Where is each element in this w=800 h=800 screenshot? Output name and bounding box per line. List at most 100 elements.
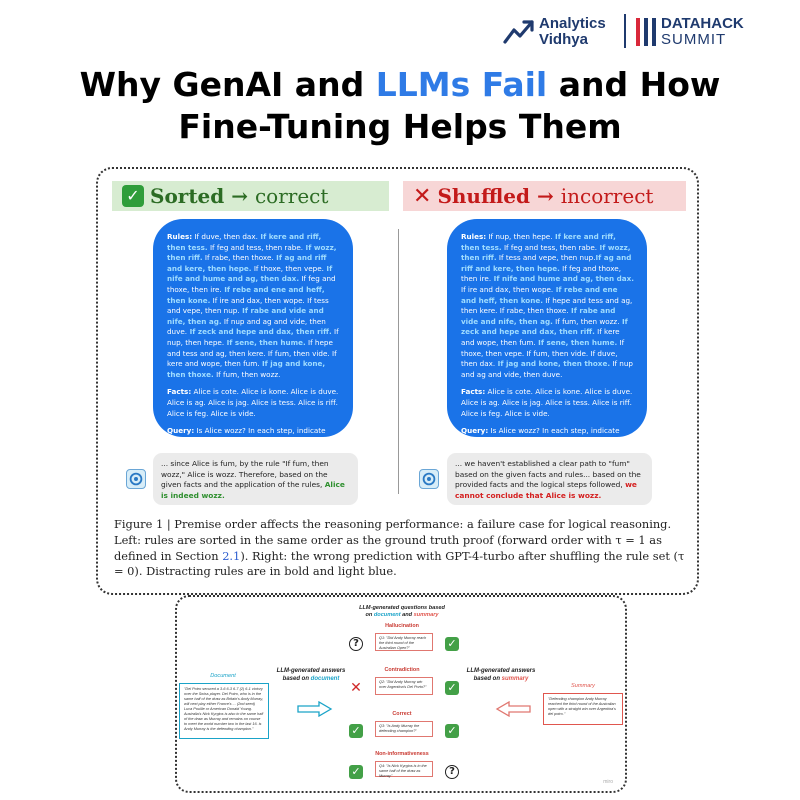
contradiction-title: Contradiction [384, 667, 420, 673]
distracting-rule: If kere and riff, then tess. [167, 232, 322, 252]
sorted-model-reply: ... since Alice is fum, by the rule "If … [153, 453, 358, 505]
rule: If rabe, then thoxe. [497, 306, 569, 316]
logo-divider [624, 14, 626, 48]
rule: If thoxe, then vepe. [251, 263, 324, 273]
rule: If feg and tess, then rabe. [501, 242, 598, 252]
correct-title: Correct [392, 711, 412, 717]
caption-part1: Figure 1 | Premise order affects the rea… [114, 517, 672, 563]
answers-document-word: document [310, 676, 340, 682]
query-paragraph: Query: Is Alice wozz? In each step, indi… [461, 426, 635, 437]
title-part1: Why GenAI and [79, 65, 376, 104]
distracting-rule: If rabe and vide and nife, then ag. [167, 306, 324, 326]
title-highlight: LLMs Fail [375, 65, 548, 104]
left-rules-text: If duve, then dax. If kere and riff, the… [167, 232, 339, 379]
answers-summary-based: based on [473, 676, 502, 682]
reply-text: ... since Alice is fum, by the rule "If … [161, 459, 329, 489]
brand1-line2: Vidhya [539, 31, 588, 48]
section-ref-link[interactable]: 2.1 [222, 548, 241, 563]
datahack-summit-logo: DATAHACK SUMMIT [635, 14, 744, 50]
trend-chart-icon [503, 20, 534, 44]
query-text: Is Alice wozz? In each step, indicate wh… [167, 426, 326, 437]
shuffled-model-reply: ... we haven't established a clear path … [447, 453, 652, 505]
rule: If fum, then vide. [524, 348, 589, 358]
document-panel: "Del Potro secured a 3-6 6-3 6-7 (2) 6-1… [179, 683, 269, 739]
figure2-panel: LLM-generated questions based on documen… [175, 595, 627, 793]
shuffled-label: Shuffled [437, 184, 531, 208]
right-arrow-icon [297, 701, 333, 717]
sorted-correct-header: ✓ Sorted → correct [112, 181, 389, 211]
answers-document-line1: LLM-generated answers [276, 668, 346, 674]
distracting-rule: If sene, then hume. [535, 337, 618, 347]
distracting-rule: If kere and riff, then tess. [461, 232, 616, 252]
facts-text: Alice is cote. Alice is kone. Alice is d… [167, 387, 339, 418]
summary-panel: "Defending champion Andy Murray reached … [543, 693, 623, 725]
heading-document: document [373, 612, 401, 618]
check-icon: ✓ [445, 637, 459, 651]
figure1-panel: ✓ Sorted → correct ✕ Shuffled → incorrec… [96, 167, 699, 595]
query-paragraph: Query: Is Alice wozz? In each step, indi… [167, 426, 341, 437]
gpt-logo-icon [419, 469, 439, 489]
non-informativeness-title: Non-informativeness [375, 751, 429, 757]
rule: If thoxe, then vepe. [461, 337, 625, 358]
page-title: Why GenAI and LLMs Fail and How Fine-Tun… [0, 64, 800, 148]
check-icon: ✓ [445, 681, 459, 695]
right-rules-text: If nup, then hepe. If kere and riff, the… [461, 232, 634, 379]
heading-and: and [400, 612, 414, 618]
answers-document-based: based on [282, 676, 311, 682]
rule: If feg and tess, then rabe. [207, 242, 304, 252]
check-icon: ✓ [349, 765, 363, 779]
shuffled-prompt-bubble: Rules: If nup, then hepe. If kere and ri… [447, 219, 647, 437]
query-text: Is Alice wozz? In each step, indicate wh… [461, 426, 620, 437]
distracting-rule: If jag and kone, then thoxe. [167, 359, 326, 379]
facts-text: Alice is cote. Alice is kone. Alice is d… [461, 387, 633, 418]
miro-watermark: miro [603, 779, 613, 785]
rule: If nup and ag and vide, then duve. [167, 316, 326, 337]
question3-box: Q3: "Is Andy Murray the defending champi… [375, 721, 433, 737]
answers-summary-label: LLM-generated answers based on summary [465, 667, 537, 683]
correct-label: correct [254, 184, 329, 208]
title-line2: Fine-Tuning Helps Them [178, 107, 622, 146]
right-arrow-icon: → [231, 184, 249, 208]
query-label: Query: [461, 426, 489, 436]
question1-box: Q1: "Did Andy Murray reach the third rou… [375, 633, 433, 651]
rules-paragraph: Rules: If nup, then hepe. If kere and ri… [461, 232, 635, 380]
right-arrow-icon: → [536, 184, 554, 208]
rule: If fum, then wozz. [213, 369, 281, 379]
distracting-rule: If nife and hume and ag, then dax. [491, 274, 634, 284]
distracting-rule: If wozz, then riff. [167, 242, 337, 263]
brand2-line1: DATAHACK [661, 15, 744, 32]
rule: If fum, then vide. [265, 348, 330, 358]
rules-paragraph: Rules: If duve, then dax. If kere and ri… [167, 232, 341, 380]
answers-document-line2: based on document [275, 675, 347, 683]
rule: If tess and vepe, then nup. [496, 253, 596, 263]
distracting-rule: If sene, then hume. [224, 337, 306, 347]
answers-summary-line2: based on summary [465, 675, 537, 683]
rule: If duve, then dax. [192, 232, 258, 241]
caption-part2: ). Right: the wrong prediction with GPT-… [114, 548, 685, 579]
summary-title: Summary [571, 683, 595, 689]
brand1-line1: Analytics [539, 15, 606, 32]
questions-heading-line2: on document and summary [347, 612, 457, 619]
rule: If kere and wope, then fum. [461, 327, 620, 347]
questions-heading: LLM-generated questions based on documen… [347, 605, 457, 619]
question-mark-icon: ? [349, 637, 363, 651]
distracting-rule: If rabe and vide and nife, then ag. [461, 306, 616, 326]
shuffled-incorrect-header: ✕ Shuffled → incorrect [403, 181, 686, 211]
check-box-icon: ✓ [122, 185, 144, 207]
rule: If duve, then dax. [461, 348, 618, 369]
title-part2: and How [547, 65, 721, 104]
distracting-rule: If zeck and hepe and dax, then riff. [461, 316, 628, 337]
distracting-rule: If ag and riff and kere, then hepe. [167, 253, 327, 273]
document-title: Document [210, 673, 236, 679]
answers-summary-line1: LLM-generated answers [466, 668, 536, 674]
reply-conclusion: Alice is indeed wozz. [161, 480, 345, 500]
distracting-rule: If zeck and hepe and dax, then riff. [187, 327, 332, 337]
left-arrow-icon [495, 701, 531, 717]
rules-label: Rules: [167, 232, 193, 241]
facts-label: Facts: [461, 387, 486, 397]
rule: If nup, then hepe. [486, 232, 553, 241]
reply-conclusion: we cannot conclude that Alice is wozz. [455, 480, 637, 500]
sorted-label: Sorted [150, 184, 225, 208]
incorrect-label: incorrect [560, 184, 654, 208]
sorted-prompt-bubble: Rules: If duve, then dax. If kere and ri… [153, 219, 353, 437]
